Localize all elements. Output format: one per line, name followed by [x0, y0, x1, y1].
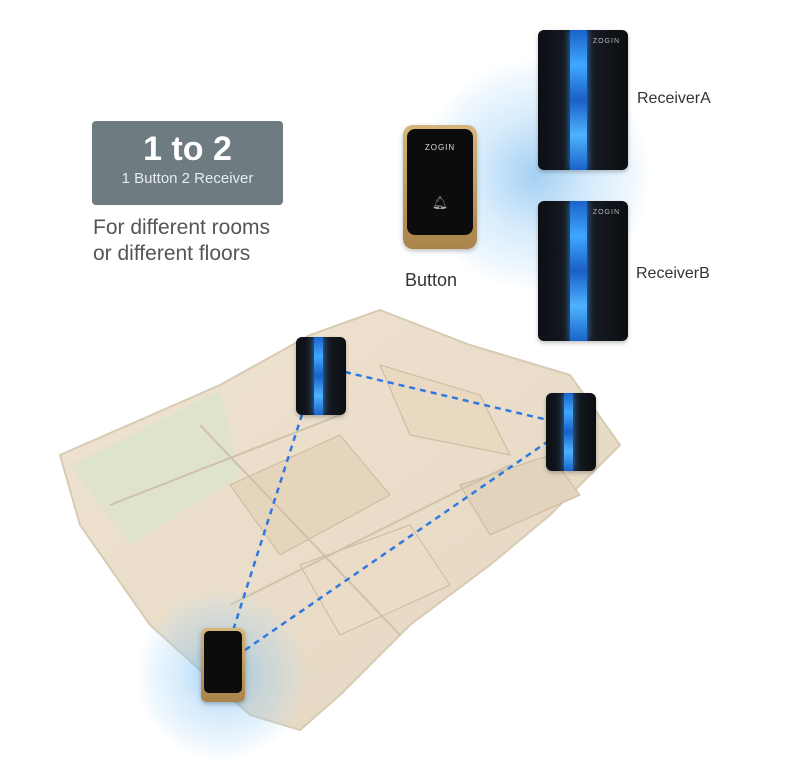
signal-line-receiver-a-to-receiver-b: [344, 370, 549, 422]
floor-receiver-b-strip: [564, 393, 573, 471]
floor-receiver-a: [296, 337, 346, 415]
button-brand: ZOGIN: [424, 143, 456, 152]
wall-line: [229, 464, 511, 606]
signal-line-button-to-receiver-a: [228, 404, 307, 641]
floor-receiver-a-strip: [314, 337, 323, 415]
wall-line: [109, 414, 341, 506]
receiver-a-device: ZOGIN: [538, 30, 628, 170]
button-face: ZOGIN 🔔︎: [407, 129, 473, 235]
wall-line: [199, 424, 401, 636]
floor-button-device: [201, 628, 245, 702]
description-line-2: or different floors: [93, 242, 251, 265]
badge-subtitle: 1 Button 2 Receiver: [121, 170, 254, 187]
kitchen: [299, 524, 451, 636]
bell-icon: 🔔︎: [431, 195, 449, 210]
receiver-a-brand: ZOGIN: [592, 38, 620, 45]
description-line-1: For different rooms: [93, 216, 271, 239]
title-badge: 1 to 2 1 Button 2 Receiver: [92, 121, 283, 205]
signal-line-button-to-receiver-b: [244, 438, 551, 652]
receiver-b-device: ZOGIN: [538, 201, 628, 341]
floor-button-face: [204, 631, 242, 693]
garden-area: [70, 390, 240, 545]
description: For different rooms or different floors: [93, 215, 353, 267]
floor-receiver-b: [546, 393, 596, 471]
receiver-a-light-strip: [570, 30, 587, 170]
receiver-a-label: ReceiverA: [637, 90, 711, 107]
receiver-b-light-strip: [570, 201, 587, 341]
receiver-b-brand: ZOGIN: [592, 209, 620, 216]
button-label: Button: [405, 270, 458, 290]
receiver-b-label: ReceiverB: [636, 265, 710, 282]
button-device: ZOGIN 🔔︎: [403, 125, 477, 249]
badge-title: 1 to 2: [143, 130, 232, 168]
